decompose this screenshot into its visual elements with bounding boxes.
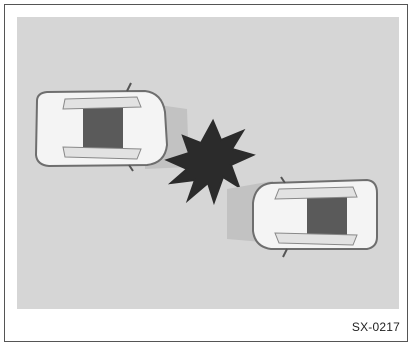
car-right-icon: [227, 177, 377, 257]
figure-code: SX-0217: [352, 320, 400, 334]
collision-illustration: [17, 17, 399, 309]
car-left-icon: [36, 83, 189, 171]
